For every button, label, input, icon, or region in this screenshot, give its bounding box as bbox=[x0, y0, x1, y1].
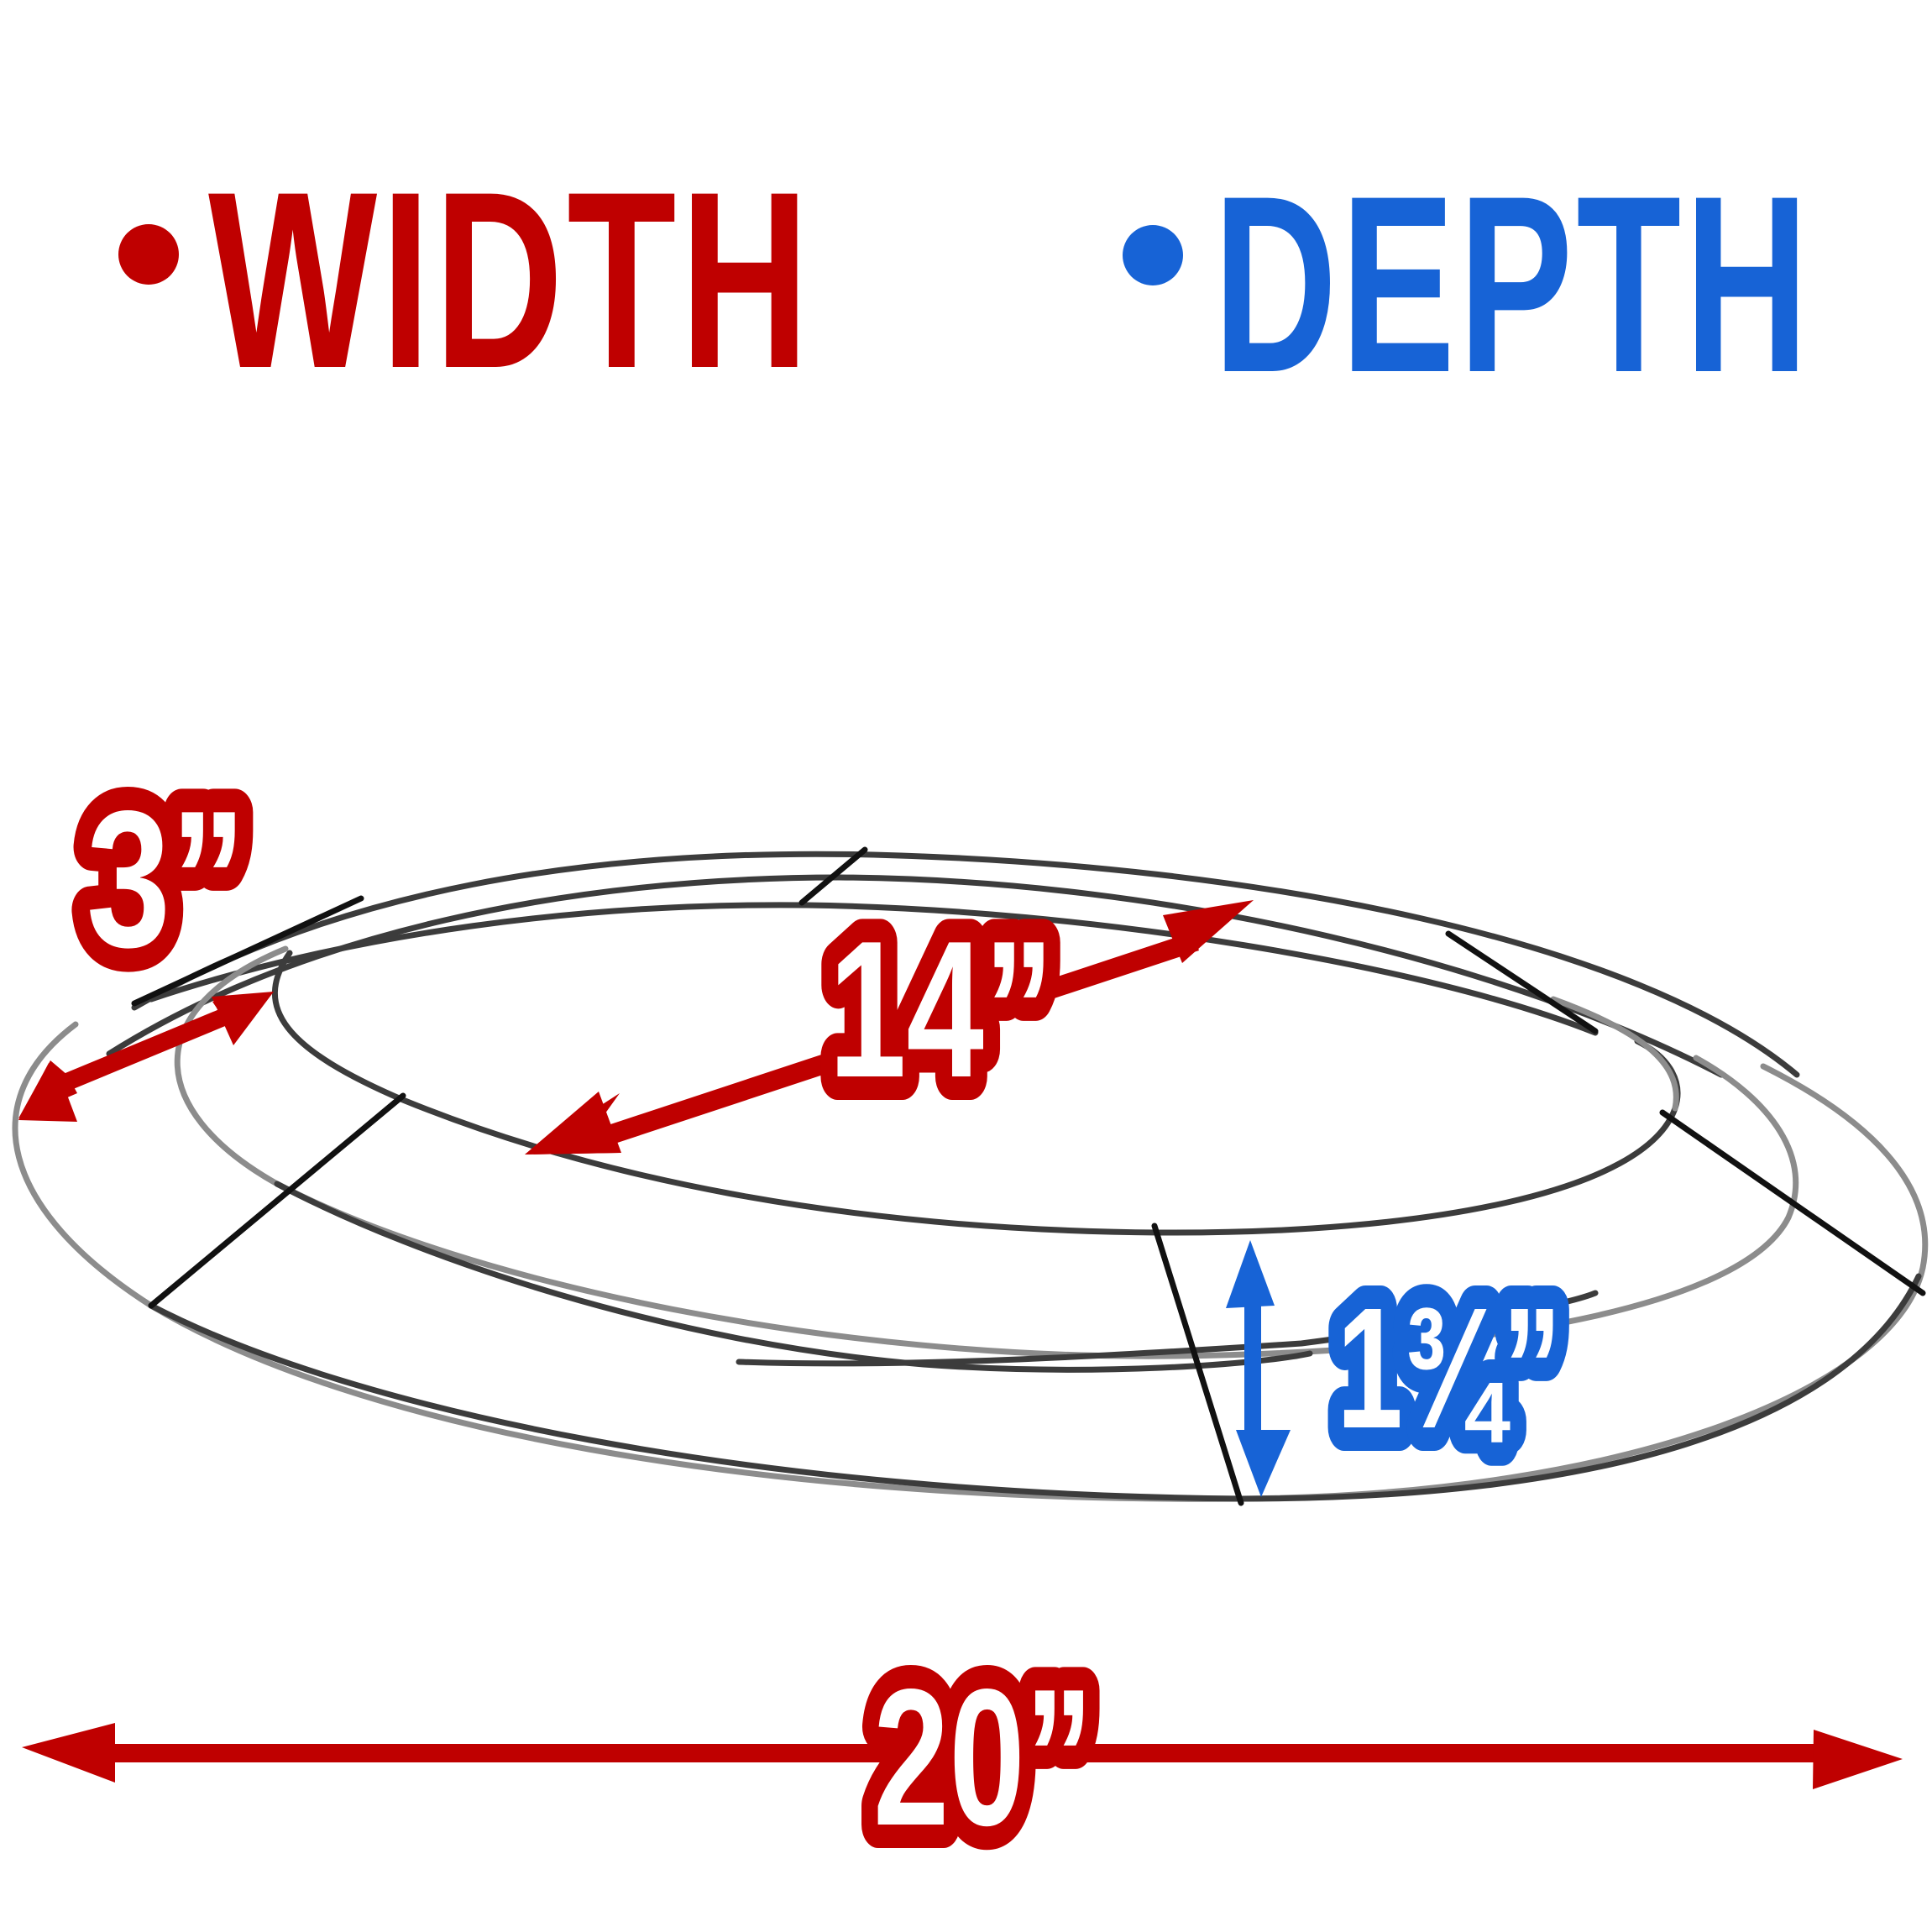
inner-diameter-arrow-icon bbox=[525, 900, 1254, 1154]
width-bullet-icon bbox=[118, 224, 179, 285]
legend-width-label: WIDTH bbox=[208, 139, 813, 421]
outer-diameter-badge: 20” bbox=[850, 1626, 1117, 1890]
inner-diameter-badge: 14” bbox=[805, 877, 1077, 1142]
ring-width-badge: 3” bbox=[63, 747, 270, 1012]
legend-depth: DEPTH bbox=[1123, 143, 1812, 425]
wire-wreath-frame-icon bbox=[12, 846, 1929, 1506]
outer-diameter-arrow-icon bbox=[22, 1723, 1903, 1789]
outer-diameter-label: 20” bbox=[873, 1649, 1093, 1867]
depth-badge: 1¾” bbox=[1313, 1249, 1585, 1488]
ring-width-label: 3” bbox=[86, 771, 246, 988]
legend-width: WIDTH bbox=[118, 139, 813, 421]
depth-label: 1¾” bbox=[1337, 1272, 1562, 1464]
strut-front bbox=[1151, 1223, 1244, 1506]
inner-diameter-label: 14” bbox=[829, 901, 1054, 1118]
depth-bullet-icon bbox=[1123, 225, 1183, 285]
depth-arrow-icon bbox=[1226, 1240, 1291, 1497]
strut-left bbox=[148, 1092, 406, 1309]
ring-width-arrow-icon bbox=[18, 992, 274, 1122]
legend-depth-label: DEPTH bbox=[1213, 143, 1812, 425]
strut-right bbox=[1659, 1109, 1926, 1296]
strut-back-right bbox=[1445, 930, 1599, 1034]
strut-back bbox=[798, 846, 868, 906]
strut-back-left bbox=[131, 895, 364, 1007]
